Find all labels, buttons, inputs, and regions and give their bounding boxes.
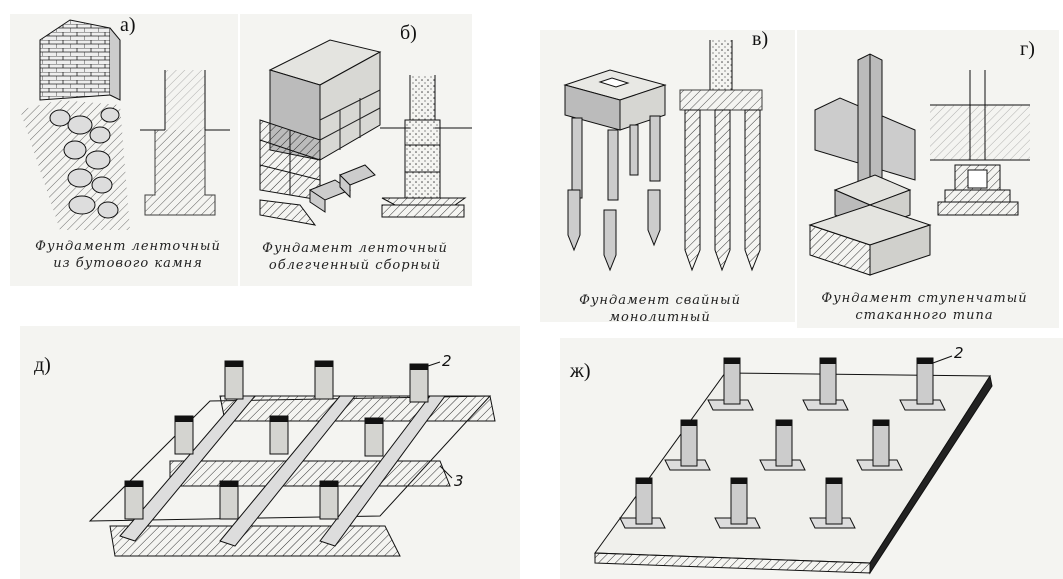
- figure-zh-slab-foundation: 2: [594, 344, 993, 575]
- caption-g-line1: Фундамент ступенчатый: [821, 291, 1028, 306]
- caption-a-line2: из бутового камня: [53, 256, 203, 271]
- panel-g: [797, 30, 1059, 328]
- caption-b-line1: Фундамент ленточный: [262, 241, 448, 256]
- figure-v-pile-foundation: [563, 40, 763, 272]
- caption-g-line2: стаканного типа: [855, 308, 994, 323]
- caption-b: Фундамент ленточный облегченный сборный: [250, 240, 460, 274]
- callout-d-2: 2: [442, 352, 452, 370]
- figure-a-rubble-strip-foundation: [20, 19, 230, 230]
- label-g: г): [1020, 38, 1035, 60]
- label-zh: ж): [570, 360, 591, 382]
- caption-b-line2: облегченный сборный: [268, 258, 442, 273]
- caption-v: Фундамент свайный монолитный: [550, 292, 770, 326]
- figure-b-precast-strip-foundation: [259, 39, 472, 226]
- caption-v-line1: Фундамент свайный: [579, 293, 741, 308]
- caption-a-line1: Фундамент ленточный: [35, 239, 221, 254]
- figure-g-stepped-socket-foundation: [808, 53, 1030, 276]
- caption-a: Фундамент ленточный из бутового камня: [18, 238, 238, 272]
- label-v: в): [752, 28, 769, 50]
- callout-d-3: 3: [454, 472, 464, 490]
- label-b: б): [400, 22, 417, 44]
- callout-zh-2: 2: [954, 344, 964, 362]
- label-a: а): [120, 14, 136, 36]
- caption-g: Фундамент ступенчатый стаканного типа: [812, 290, 1037, 324]
- caption-v-line2: монолитный: [609, 310, 711, 325]
- figure-d-strip-grid-foundation: 2 3: [88, 352, 496, 557]
- label-d: д): [34, 354, 51, 376]
